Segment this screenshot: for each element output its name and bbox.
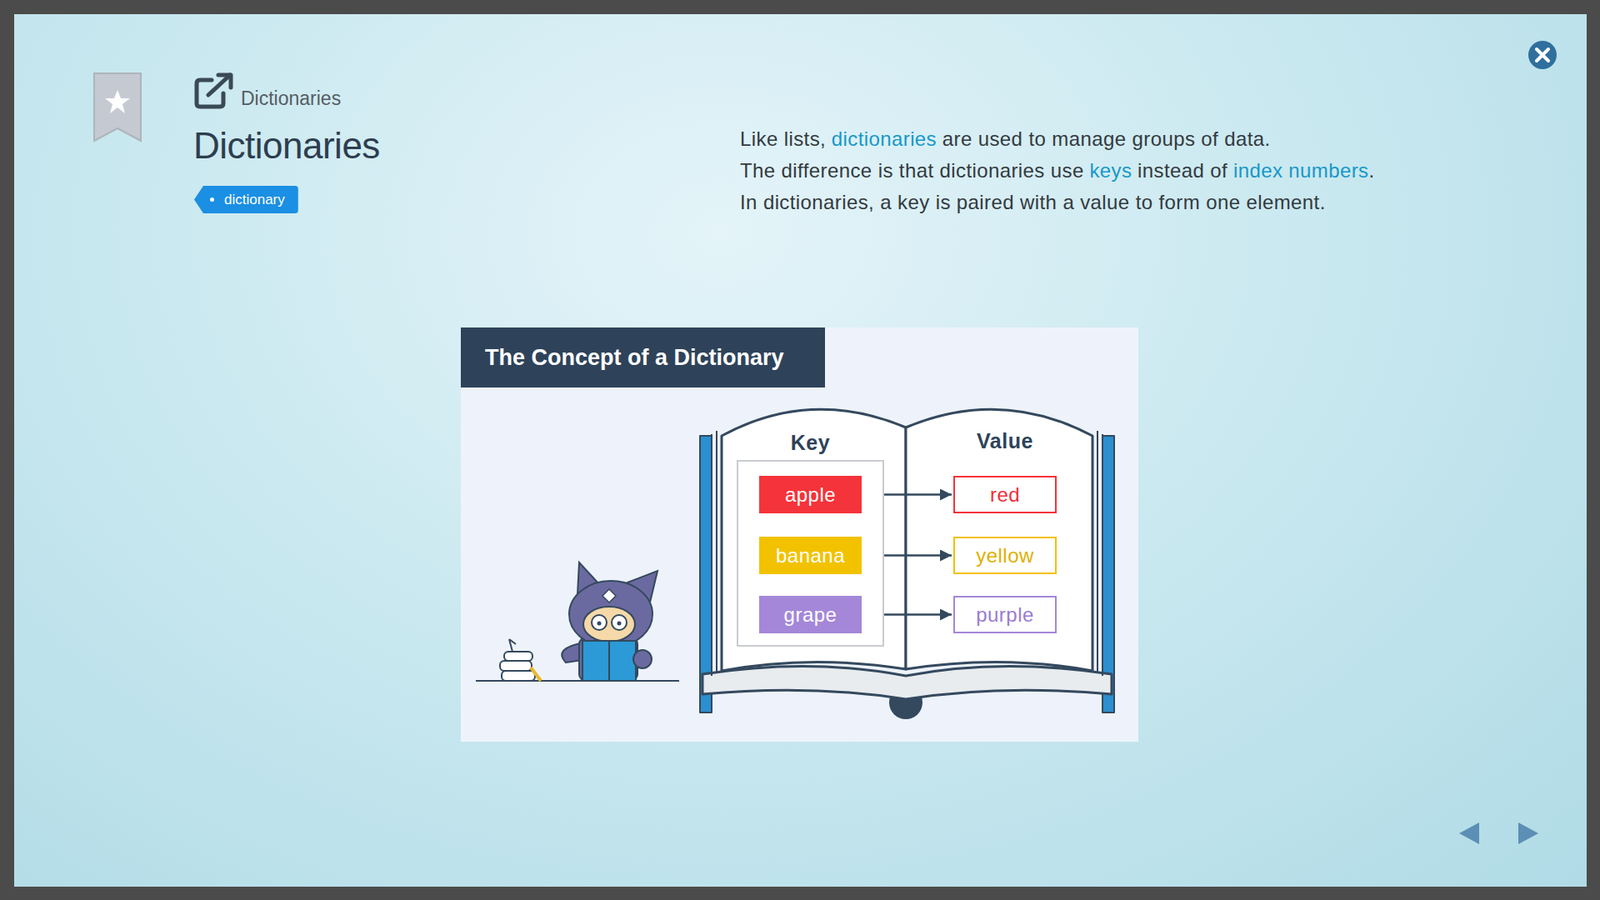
illustration-part: [501, 670, 535, 681]
paragraph-text: In dictionaries, a key is paired with a …: [740, 190, 1326, 214]
key-box: apple: [759, 475, 862, 514]
value-box: yellow: [953, 536, 1057, 575]
card-title: The Concept of a Dictionary: [485, 345, 785, 370]
illustration-part: [608, 640, 610, 681]
illustration-part: [591, 615, 607, 630]
illustration-card: The Concept of a DictionaryKey apple banan…: [460, 327, 1139, 742]
paragraph-line: In dictionaries, a key is paired with a …: [740, 186, 1375, 219]
open-book: [700, 409, 1115, 720]
illustration-part: [711, 430, 717, 676]
keyword-text: keys: [1089, 159, 1132, 182]
key-box: banana: [759, 536, 862, 575]
illustration-part: [569, 580, 653, 648]
illustration-part: [1459, 822, 1480, 845]
illustration-part: [579, 637, 638, 681]
node-text: apple: [785, 483, 836, 507]
node-text: dictionary: [224, 191, 285, 209]
illustration-part: [721, 409, 906, 671]
keyword-text: index numbers: [1233, 159, 1370, 182]
illustration-part: [582, 640, 636, 681]
illustration-part: [905, 409, 1093, 671]
illustration-part: [1518, 822, 1539, 845]
value-box: purple: [953, 595, 1057, 634]
illustration-part: [504, 651, 533, 661]
paragraph-text: Like lists,: [740, 127, 826, 150]
value-box: red: [953, 475, 1057, 514]
node-text: banana: [775, 544, 845, 568]
node-text: grape: [784, 603, 838, 627]
external-link-icon: [196, 75, 231, 107]
nav-arrows: [1459, 822, 1539, 845]
paragraph-text: The difference is that dictionaries use: [740, 159, 1085, 182]
bookmark-icon: [94, 73, 141, 141]
key-column: Keyapplebananagrape: [736, 460, 885, 647]
illustration-part: [633, 650, 652, 669]
illustration-part: [1528, 40, 1557, 70]
intro-paragraph: Like lists,dictionariesare used to manag…: [740, 123, 1375, 219]
illustration-part: [597, 621, 602, 626]
illustration-part: [1536, 49, 1549, 61]
illustration-part: [500, 660, 532, 671]
paragraph-line: The difference is that dictionaries usek…: [740, 155, 1375, 187]
mascot-scene: [475, 562, 680, 681]
close-button: [1528, 40, 1557, 70]
node-text: yellow: [975, 544, 1035, 568]
illustration-part: [700, 435, 712, 713]
key-box: grape: [759, 595, 862, 634]
paragraph-text: instead of: [1137, 159, 1228, 182]
illustration-part: [702, 665, 1112, 700]
illustration-part: [105, 90, 130, 114]
page-title: Dictionaries: [193, 125, 380, 167]
card-header-band: The Concept of a Dictionary: [460, 327, 825, 388]
node-text: red: [990, 483, 1020, 507]
breadcrumb-text: Dictionaries: [240, 87, 341, 110]
column-heading: Value: [953, 429, 1057, 454]
column-heading: Key: [738, 430, 883, 455]
illustration-part: [617, 621, 622, 626]
paragraph-text: .: [1369, 159, 1375, 182]
node-text: purple: [975, 603, 1035, 627]
paragraph-text: are used to manage groups of data.: [942, 127, 1271, 150]
paragraph-line: Like lists,dictionariesare used to manag…: [740, 123, 1375, 155]
illustration-part: [530, 667, 541, 681]
tag-pill: dictionary: [194, 185, 299, 214]
illustration-part: [611, 615, 627, 630]
illustration-part: [94, 73, 141, 141]
illustration-part: [208, 75, 230, 95]
illustration-part: [509, 639, 516, 652]
illustration-part: [583, 606, 635, 642]
illustration-part: [602, 589, 616, 603]
keyword-text: dictionaries: [831, 127, 937, 150]
illustration-part: [1097, 430, 1103, 676]
illustration-part: [1102, 435, 1115, 713]
illustration-part: [218, 75, 231, 88]
